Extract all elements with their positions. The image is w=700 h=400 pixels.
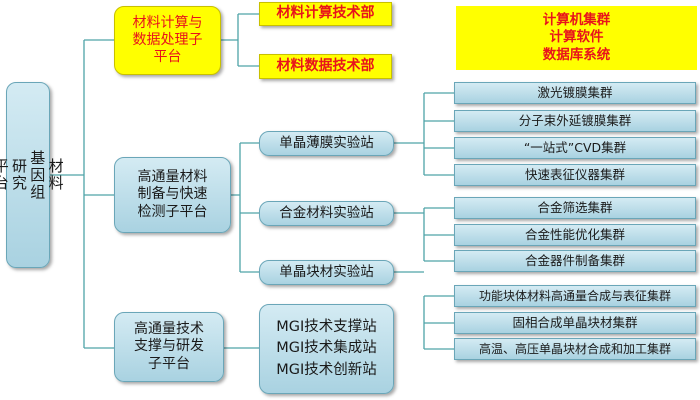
cluster-node: 快速表征仪器集群 — [454, 164, 696, 186]
thin-film-station-label: 单晶薄膜实验站 — [279, 135, 374, 152]
mgi-stations-label: MGI技术支撑站 MGI技术集成站 MGI技术创新站 — [276, 319, 377, 378]
alloy-station-node: 合金材料实验站 — [259, 201, 394, 226]
alloy-station-label: 合金材料实验站 — [279, 205, 374, 222]
bulk-station-node: 单晶块材实验站 — [259, 260, 394, 285]
cluster-node: 激光镀膜集群 — [454, 82, 696, 104]
connector-thin-film — [394, 92, 454, 176]
cluster-label: 高温、高压单晶块材合成和加工集群 — [478, 341, 671, 356]
connector-root-trunk — [50, 39, 114, 349]
cluster-label: 固相合成单晶块材集群 — [512, 315, 638, 331]
computing-resources-label: 计算机集群 计算软件 数据库系统 — [542, 11, 611, 63]
bulk-station-label: 单晶块材实验站 — [279, 264, 374, 281]
cluster-node: 功能块体材料高通量合成与表征集群 — [454, 285, 696, 307]
cluster-node: 合金性能优化集群 — [454, 224, 696, 246]
root-node: 材料 基因组 研究 平台 — [0, 82, 65, 268]
cluster-label: 合金器件制备集群 — [524, 253, 625, 269]
cluster-node: 合金筛选集群 — [454, 197, 696, 219]
connector-fabrication — [231, 142, 259, 273]
cluster-label: 合金筛选集群 — [537, 200, 613, 216]
computing-subplatform-node: 材料计算与 数据处理子 平台 — [114, 6, 221, 75]
cluster-label: “一站式”CVD集群 — [523, 140, 627, 156]
connector-bulk — [394, 271, 454, 350]
root-label: 材料 基因组 研究 平台 — [0, 149, 65, 201]
cluster-label: 合金性能优化集群 — [524, 227, 625, 243]
computing-subplatform-label: 材料计算与 数据处理子 平台 — [132, 14, 203, 66]
mgi-stations-node: MGI技术支撑站 MGI技术集成站 MGI技术创新站 — [259, 304, 394, 394]
computing-dept-node: 材料计算技术部 — [259, 2, 392, 26]
cluster-node: 固相合成单晶块材集群 — [454, 312, 696, 334]
cluster-node: “一站式”CVD集群 — [454, 137, 696, 159]
fabrication-subplatform-label: 高通量材料 制备与快速 检测子平台 — [137, 169, 208, 220]
support-subplatform-node: 高通量技术 支撑与研发 子平台 — [114, 312, 224, 382]
cluster-node: 高温、高压单晶块材合成和加工集群 — [454, 338, 696, 360]
connector-alloy — [394, 207, 454, 262]
cluster-node: 合金器件制备集群 — [454, 250, 696, 272]
support-subplatform-label: 高通量技术 支撑与研发 子平台 — [134, 321, 204, 372]
data-dept-label: 材料数据技术部 — [276, 57, 375, 74]
computing-resources-node: 计算机集群 计算软件 数据库系统 — [456, 6, 697, 70]
computing-dept-label: 材料计算技术部 — [276, 5, 375, 22]
fabrication-subplatform-node: 高通量材料 制备与快速 检测子平台 — [114, 157, 231, 233]
cluster-label: 分子束外延镀膜集群 — [518, 113, 632, 129]
thin-film-station-node: 单晶薄膜实验站 — [259, 131, 394, 156]
data-dept-node: 材料数据技术部 — [259, 54, 392, 79]
cluster-label: 激光镀膜集群 — [537, 85, 613, 101]
cluster-label: 功能块体材料高通量合成与表征集群 — [478, 288, 671, 303]
cluster-node: 分子束外延镀膜集群 — [454, 110, 696, 132]
connector-computing — [221, 13, 259, 67]
cluster-label: 快速表征仪器集群 — [524, 167, 625, 183]
